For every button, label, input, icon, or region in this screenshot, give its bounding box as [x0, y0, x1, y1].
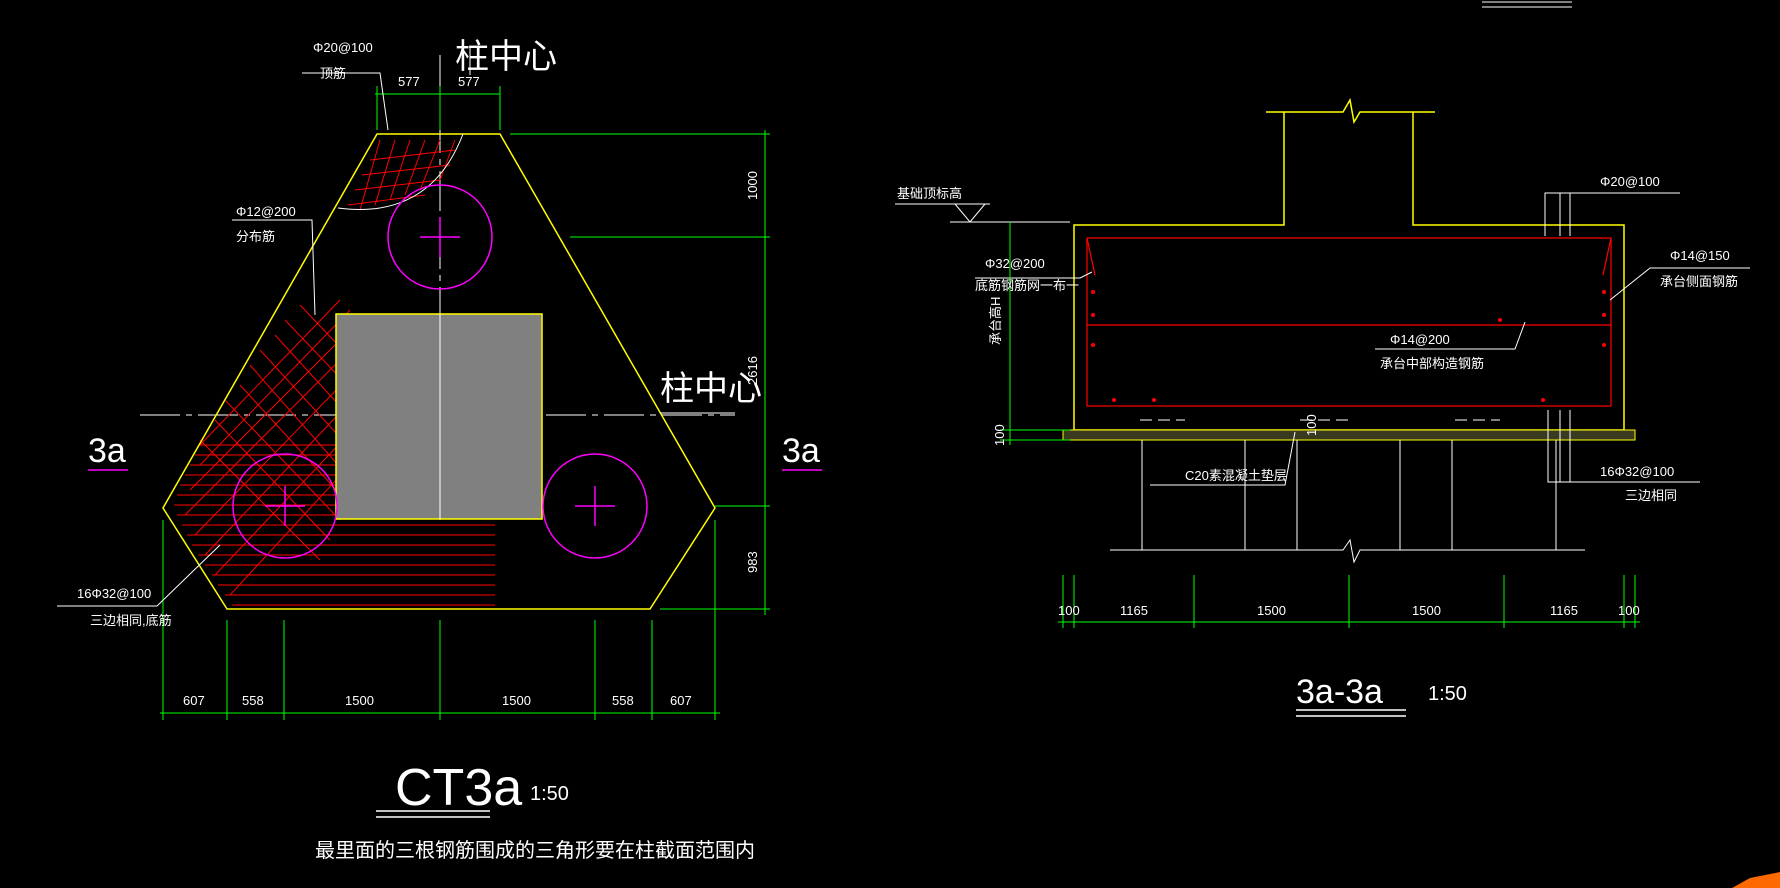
pile-right [542, 453, 648, 559]
rebar-side-desc: 承台侧面钢筋 [1660, 274, 1738, 289]
cushion-dim: 100 [1304, 414, 1319, 436]
cap-height-label: 承台高H [988, 297, 1003, 345]
rebar-side-label: Φ14@150 [1670, 248, 1730, 263]
section-dim-4: 1500 [1412, 603, 1441, 618]
plan-title: CT3a [395, 759, 522, 817]
section-view [895, 1, 1750, 628]
top-rebar-desc: 顶筋 [320, 66, 346, 81]
rebar-mid-desc: 承台中部构造钢筋 [1380, 356, 1484, 371]
ground-level-symbol [895, 203, 1070, 223]
pile-left [232, 453, 338, 559]
pile-top [387, 184, 493, 290]
section-dim-1: 100 [1058, 603, 1080, 618]
plan-dim-top-1: 577 [398, 74, 420, 89]
plan-dim-bottom-4: 1500 [502, 693, 531, 708]
plan-dim-right-3: 983 [745, 551, 760, 573]
plan-dim-right-1: 1000 [745, 171, 760, 200]
rebar-mid-label: Φ14@200 [1390, 332, 1450, 347]
top-rebar-label: Φ20@100 [313, 40, 373, 55]
rebar-bottom-mesh-desc: 底筋钢筋网一布一 [975, 278, 1079, 293]
ground-level-label: 基础顶标高 [897, 186, 962, 201]
section-leaders [975, 192, 1750, 486]
plan-note: 最里面的三根钢筋围成的三角形要在柱截面范围内 [315, 839, 755, 862]
top-rebar-arc [337, 133, 464, 210]
section-dim-2: 1165 [1120, 603, 1148, 618]
plan-dim-bottom-6: 607 [670, 693, 692, 708]
bottom-rebar-desc: 三边相同,底筋 [90, 613, 172, 628]
dist-rebar-label: Φ12@200 [236, 204, 296, 219]
plan-leaders [57, 48, 735, 607]
left-cushion-dim: 100 [992, 424, 1007, 446]
rebar-bottom-mesh-label: Φ32@200 [985, 256, 1045, 271]
rebar-bottom-label: 16Φ32@100 [1600, 464, 1674, 479]
dist-rebar-desc: 分布筋 [236, 229, 275, 244]
plan-dim-bottom-2: 558 [242, 693, 264, 708]
section-dim-5: 1165 [1550, 603, 1578, 618]
column-center-right-label: 柱中心 [660, 370, 762, 408]
plan-dim-bottom-5: 558 [612, 693, 634, 708]
plan-dim-right-2: 2616 [745, 356, 760, 385]
section-cap-outline [1073, 112, 1625, 431]
section-scale: 1:50 [1428, 683, 1467, 705]
section-mark-right: 3a [782, 432, 820, 470]
column-center-top-label: 柱中心 [455, 38, 557, 76]
rebar-top-label: Φ20@100 [1600, 174, 1660, 189]
plan-dim-bottom-1: 607 [183, 693, 205, 708]
column-section [335, 313, 543, 520]
section-rebar [1086, 237, 1612, 407]
plan-dim-bottom-3: 1500 [345, 693, 374, 708]
section-title: 3a-3a [1296, 673, 1383, 711]
piles [232, 184, 648, 559]
bottom-rebar-label: 16Φ32@100 [77, 586, 151, 601]
section-dim-6: 100 [1618, 603, 1640, 618]
plan-dim-top-2: 577 [458, 74, 480, 89]
plan-scale: 1:50 [530, 783, 569, 805]
pile-cap-outline [162, 133, 716, 610]
cushion-label: C20素混凝土垫层 [1185, 468, 1287, 483]
section-mark-left: 3a [88, 432, 126, 470]
plan-view [57, 48, 770, 720]
section-dimensions [1000, 222, 1640, 628]
corner-marker-icon [1732, 872, 1780, 888]
plan-dimensions [160, 86, 770, 720]
concrete-cushion [1062, 429, 1636, 441]
column-break-line [1266, 97, 1435, 125]
section-rebar-dots [1091, 290, 1606, 402]
section-dim-3: 1500 [1257, 603, 1286, 618]
rebar-bottom-desc: 三边相同 [1625, 488, 1677, 503]
section-piles [1110, 419, 1585, 564]
